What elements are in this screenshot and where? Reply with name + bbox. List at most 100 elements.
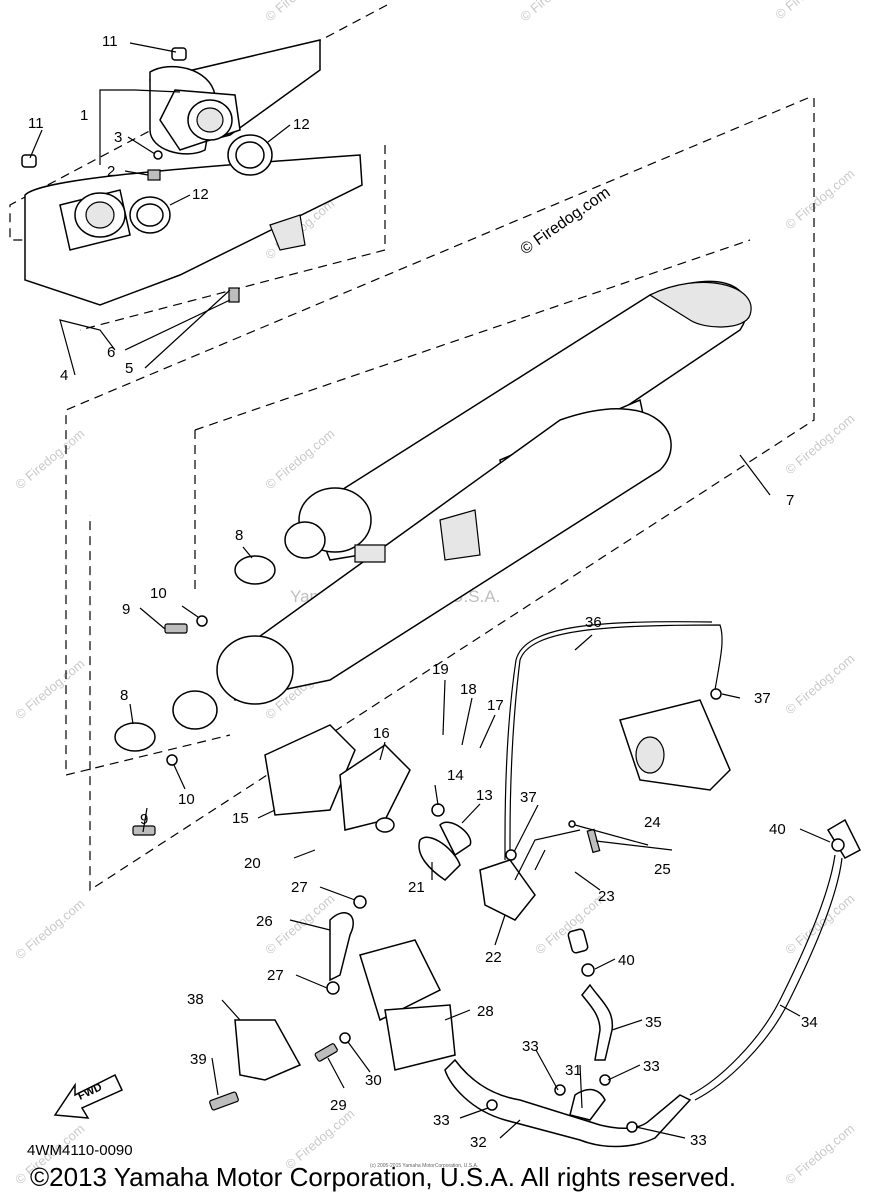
header-bracket (269, 214, 306, 251)
part-label-8: 8 (120, 687, 128, 704)
part-label-14: 14 (447, 767, 464, 784)
watermark: © Firedog.com (782, 651, 857, 717)
part-label-17: 17 (487, 697, 504, 714)
part-label-33: 33 (690, 1132, 707, 1149)
hose-13 (439, 821, 472, 857)
clamp-33-d (626, 1121, 638, 1133)
watermark: © Firedog.com (772, 0, 847, 22)
reed-valve-16 (339, 744, 411, 831)
gasket-8-lower (114, 722, 156, 752)
part-label-16: 16 (373, 725, 390, 742)
part-label-33: 33 (433, 1112, 450, 1129)
hose-36 (509, 624, 723, 860)
lower-inlet-clamp (172, 690, 218, 730)
air-induction-system (209, 621, 861, 1148)
nut-11-upper (171, 47, 187, 61)
washer-3 (153, 150, 163, 160)
fitting-upper (826, 818, 861, 859)
watermark: © Firedog.com (782, 166, 857, 232)
part-label-40: 40 (769, 821, 786, 838)
part-label-38: 38 (187, 991, 204, 1008)
watermark: © Firedog.com (532, 891, 607, 957)
watermark: © Firedog.com (262, 0, 337, 24)
part-label-9: 9 (122, 601, 130, 618)
part-label-29: 29 (330, 1097, 347, 1114)
clamp-33-c (599, 1074, 611, 1086)
lower-muffler-inlet (216, 635, 294, 705)
muffler-inner-top (194, 239, 751, 431)
part-labels: 11 11 1 3 2 12 12 6 4 5 7 8 8 10 9 10 9 … (28, 33, 818, 1151)
part-label-36: 36 (585, 614, 602, 631)
clamp-14 (431, 803, 445, 817)
hose-34 (689, 854, 836, 1096)
part-label-26: 26 (256, 913, 273, 930)
part-label-13: 13 (476, 787, 493, 804)
nut-11-lower (21, 154, 37, 168)
watermark: © Firedog.com (782, 411, 857, 477)
bolt-9-upper (164, 623, 188, 634)
part-label-11: 11 (28, 115, 44, 132)
part-label-2: 2 (107, 163, 115, 180)
part-label-12: 12 (192, 186, 209, 203)
header-group-boundary-lower (79, 145, 386, 331)
bolt-5 (228, 287, 240, 303)
clamp-37-lower (505, 849, 517, 861)
valve-22 (479, 859, 536, 921)
washer-10-upper (196, 615, 208, 627)
leader-lines (29, 42, 831, 1139)
part-label-35: 35 (645, 1014, 662, 1031)
bracket-38 (234, 1019, 302, 1081)
part-label-4: 4 (60, 367, 68, 384)
watermark: © Firedog.com (782, 1121, 857, 1187)
part-label-1: 1 (80, 107, 88, 124)
clamp-33-a (486, 1099, 498, 1111)
part-label-33: 33 (643, 1058, 660, 1075)
hose-35 (581, 983, 614, 1061)
part-label-34: 34 (801, 1014, 818, 1031)
part-label-37: 37 (754, 690, 771, 707)
watermark: © Firedog.com (517, 0, 592, 24)
fitting-lower (567, 928, 589, 954)
part-label-3: 3 (114, 129, 122, 146)
hose-31 (569, 1088, 606, 1121)
part-label-37: 37 (520, 789, 537, 806)
part-label-8: 8 (235, 527, 243, 544)
mufflers (114, 280, 752, 836)
copyright-notice: ©2013 Yamaha Motor Corporation, U.S.A. A… (30, 1162, 736, 1192)
clamp-27-upper (353, 895, 367, 909)
cover-15 (264, 724, 356, 816)
gasket-8-upper (234, 555, 276, 585)
forward-direction-arrow: FWD (53, 1073, 124, 1119)
watermark: © Firedog.com (782, 891, 857, 957)
mount-plate (359, 939, 442, 1022)
muffler-bracket (439, 509, 481, 561)
bolt-39 (209, 1091, 239, 1111)
washer-30 (339, 1032, 351, 1044)
part-label-25: 25 (654, 861, 671, 878)
part-label-22: 22 (485, 949, 502, 966)
clamp-33-b (554, 1084, 566, 1096)
fwd-arrow-icon (53, 1073, 124, 1119)
part-label-19: 19 (432, 661, 449, 678)
part-label-30: 30 (365, 1072, 382, 1089)
part-label-10: 10 (178, 791, 195, 808)
washer-25 (568, 820, 576, 828)
upper-inlet-clamp (284, 521, 326, 559)
watermark: © Firedog.com (12, 896, 87, 962)
bracket-23 (514, 829, 581, 881)
part-label-10: 10 (150, 585, 167, 602)
watermark: © Firedog.com (262, 426, 337, 492)
part-label-39: 39 (190, 1051, 207, 1068)
clamp-40-upper (831, 838, 845, 852)
part-label-27: 27 (291, 879, 308, 896)
upper-muffler-joint (354, 544, 386, 563)
part-label-11: 11 (102, 33, 118, 50)
clamp-40-lower (581, 963, 595, 977)
part-label-20: 20 (244, 855, 261, 872)
part-label-21: 21 (408, 879, 425, 896)
muffler-group-boundary-right (89, 98, 815, 892)
part-label-5: 5 (125, 360, 133, 377)
part-label-9: 9 (140, 811, 148, 828)
part-label-24: 24 (644, 814, 661, 831)
